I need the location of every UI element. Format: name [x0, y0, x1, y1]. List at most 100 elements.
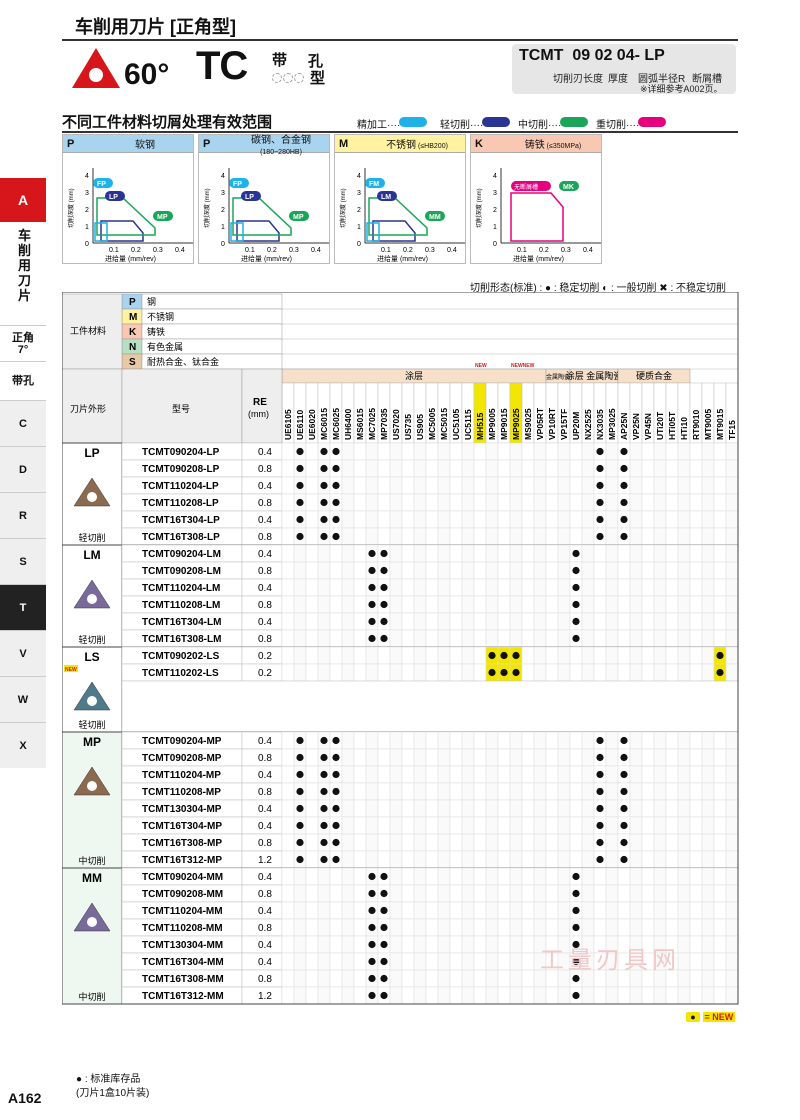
stock-cell: [581, 884, 595, 903]
breaker-badge-label: LP: [109, 194, 118, 201]
stock-cell: [581, 901, 595, 920]
stock-cell: [389, 663, 403, 682]
stock-cell: [293, 969, 307, 988]
stock-cell: [281, 510, 295, 529]
stock-cell: [677, 476, 691, 495]
stock-cell: [641, 731, 655, 750]
breaker-badge-label: MP: [293, 214, 304, 221]
stock-cell: [485, 510, 499, 529]
shape-header-cell: [62, 368, 123, 444]
sidebar-tab-d[interactable]: D: [0, 446, 46, 492]
stock-dot: [332, 447, 340, 456]
stock-cell: [377, 731, 391, 750]
stock-cell: [701, 459, 715, 478]
sidebar-tab-s[interactable]: S: [0, 538, 46, 584]
re-value: 0.8: [258, 566, 272, 577]
stock-cell: [473, 901, 487, 920]
stock-cell: [317, 969, 331, 988]
stock-cell: [653, 629, 667, 648]
stock-cell: [725, 544, 739, 563]
stock-cell: [305, 918, 319, 937]
stock-cell: [353, 799, 367, 818]
stock-cell: [677, 799, 691, 818]
stock-cell: [605, 833, 619, 852]
chart-material-code: K: [475, 137, 483, 150]
stock-cell: [605, 544, 619, 563]
stock-cell: [317, 663, 331, 682]
stock-cell: [497, 544, 511, 563]
stock-cell: [653, 663, 667, 682]
sidebar-tab-t[interactable]: T: [0, 584, 46, 630]
stock-cell: [545, 646, 559, 665]
stock-dot: [332, 770, 340, 779]
stock-cell: [605, 646, 619, 665]
stock-cell: [605, 629, 619, 648]
grade-name: TF15: [727, 420, 737, 440]
stock-cell: [581, 595, 595, 614]
sidebar-section-a[interactable]: A: [0, 178, 46, 222]
stock-cell: [389, 850, 403, 869]
chart-material-code: P: [203, 137, 211, 150]
sidebar-tab-c[interactable]: C: [0, 400, 46, 446]
stock-cell: [665, 646, 679, 665]
sidebar-tab-r[interactable]: R: [0, 492, 46, 538]
stock-cell: [353, 986, 367, 1005]
stock-cell: [485, 459, 499, 478]
cutting-class: 中切削: [78, 991, 105, 1002]
stock-cell: [401, 493, 415, 512]
x-tick: 0.3: [153, 247, 163, 254]
stock-cell: [341, 799, 355, 818]
stock-cell: [665, 544, 679, 563]
stock-cell: [665, 527, 679, 546]
new-tag: NEWNEW: [511, 363, 535, 369]
grade-name: MS6015: [355, 408, 365, 440]
re-value: 0.8: [258, 753, 272, 764]
stock-dot: [380, 957, 388, 966]
breaker-code: LP: [84, 446, 99, 460]
model-header: 型号: [172, 404, 190, 414]
sidebar-sub-hole[interactable]: 带孔: [0, 361, 46, 397]
stock-cell: [545, 612, 559, 631]
stock-cell: [617, 901, 631, 920]
stock-cell: [437, 612, 451, 631]
sidebar-tab-x[interactable]: X: [0, 722, 46, 768]
stock-cell: [569, 816, 583, 835]
watermark-logo: 工量刃具网: [540, 947, 680, 974]
stock-cell: [377, 442, 391, 461]
stock-cell: [449, 629, 463, 648]
stock-cell: [473, 476, 487, 495]
stock-cell: [317, 901, 331, 920]
stock-cell: [533, 493, 547, 512]
stock-cell: [353, 544, 367, 563]
sidebar-tab-v[interactable]: V: [0, 630, 46, 676]
cutting-class: 中切削: [78, 855, 105, 866]
stock-cell: [377, 799, 391, 818]
stock-cell: [557, 986, 571, 1005]
new-legend: ● = NEW: [686, 1012, 736, 1022]
breaker-badge: [289, 211, 309, 221]
grade-name: UTi20T: [655, 411, 665, 440]
stock-cell: [701, 561, 715, 580]
grade-name: MP9015: [499, 408, 509, 440]
stock-cell: [281, 901, 295, 920]
stock-cell: [437, 646, 451, 665]
stock-cell: [497, 884, 511, 903]
stock-cell: [317, 918, 331, 937]
stock-cell: [353, 476, 367, 495]
stock-cell: [725, 527, 739, 546]
stock-cell: [305, 833, 319, 852]
sidebar-sub-positive[interactable]: 正角 7°: [0, 325, 46, 361]
stock-cell: [377, 646, 391, 665]
stock-cell: [725, 612, 739, 631]
sidebar-tab-w[interactable]: W: [0, 676, 46, 722]
stock-cell: [713, 850, 727, 869]
stock-dot: [380, 634, 388, 643]
stock-dot: [320, 804, 328, 813]
stock-cell: [341, 884, 355, 903]
material-name: 钢: [147, 296, 156, 307]
stock-cell: [425, 510, 439, 529]
stock-cell: [665, 799, 679, 818]
stock-dot: [320, 753, 328, 762]
stock-cell: [665, 986, 679, 1005]
